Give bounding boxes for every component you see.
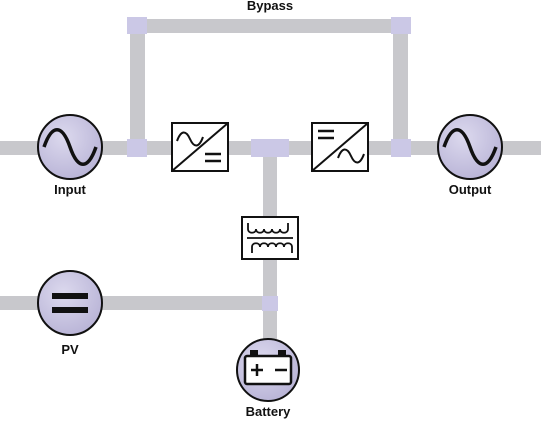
rectifier-box [171, 122, 229, 172]
bypass-left-riser [130, 19, 145, 155]
pv-dc-bar-bottom [52, 307, 88, 313]
input-sine-wave [42, 128, 98, 166]
pv-label: PV [61, 342, 79, 357]
battery-node: Battery [236, 338, 300, 419]
junction-dc-link [251, 139, 289, 157]
transformer-top-coil [247, 223, 289, 234]
input-label: Input [54, 182, 86, 197]
output-sine-wave [442, 128, 498, 166]
input-ac-source: Input [37, 114, 103, 197]
junction-input-bypass [127, 139, 147, 157]
transformer-bottom-coil [251, 242, 293, 253]
inverter-box [311, 122, 369, 172]
battery-icon [243, 350, 293, 386]
output-label: Output [449, 182, 492, 197]
junction-bypass-top-left [127, 17, 147, 34]
bypass-label: Bypass [247, 0, 293, 13]
rectifier-sine [176, 131, 204, 147]
inverter-divider [311, 122, 369, 172]
junction-bypass-top-right [391, 17, 411, 34]
junction-output-bypass [391, 139, 411, 157]
junctions [127, 17, 411, 311]
junction-pv-battery [262, 296, 278, 311]
output-ac-load: Output [437, 114, 503, 197]
pv-source: PV [37, 270, 103, 357]
inverter-sine [337, 148, 365, 164]
dc-link-drop [263, 155, 277, 217]
dc-equals-icon [37, 270, 103, 336]
bypass-right-riser [393, 19, 408, 155]
pv-dc-bar-top [52, 293, 88, 299]
transformer-box [241, 216, 299, 260]
rectifier-divider [171, 122, 229, 172]
battery-label: Battery [246, 404, 292, 419]
bypass-top-bus [130, 19, 408, 33]
